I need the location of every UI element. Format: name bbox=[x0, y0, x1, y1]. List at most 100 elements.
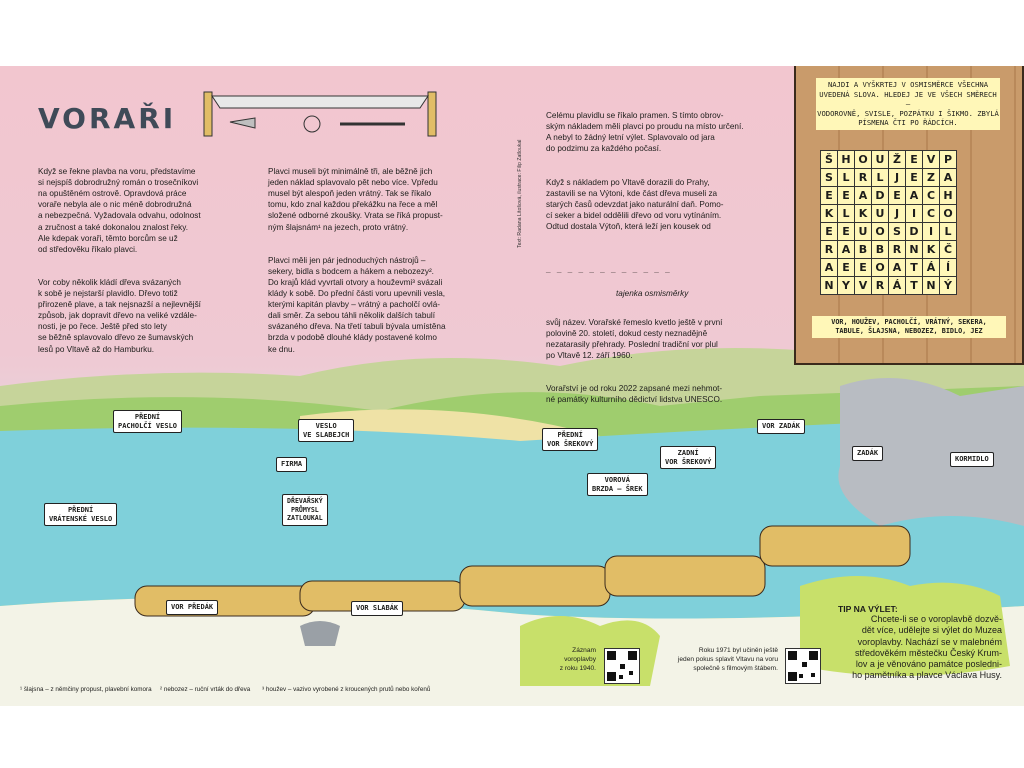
grid-cell[interactable]: E bbox=[837, 258, 855, 277]
grid-cell[interactable]: Á bbox=[922, 258, 940, 277]
label-veslo-ve-slabejch: VESLO VE SLABEJCH bbox=[298, 419, 355, 442]
grid-cell[interactable]: E bbox=[905, 168, 923, 187]
grid-cell[interactable]: U bbox=[871, 204, 889, 223]
grid-cell[interactable]: H bbox=[837, 150, 855, 169]
grid-cell[interactable]: Č bbox=[939, 240, 957, 259]
grid-cell[interactable]: R bbox=[871, 276, 889, 295]
grid-cell[interactable]: A bbox=[905, 186, 923, 205]
saw-handle-right bbox=[427, 91, 437, 137]
grid-cell[interactable]: A bbox=[820, 258, 838, 277]
text-column-1: Když se řekne plavba na voru, představím… bbox=[38, 155, 243, 377]
grid-cell[interactable]: Í bbox=[939, 258, 957, 277]
grid-cell[interactable]: U bbox=[854, 222, 872, 241]
label-predni-vor-srekovy: PŘEDNÍ VOR ŠREKOVÝ bbox=[542, 428, 599, 451]
label-vorova-brzda: VOROVÁ BRZDA – ŠREK bbox=[587, 473, 648, 496]
saw-icon bbox=[211, 95, 429, 109]
rope-coil-icon bbox=[303, 115, 321, 133]
grid-cell[interactable]: L bbox=[871, 168, 889, 187]
qr-code-icon bbox=[607, 651, 637, 681]
grid-cell[interactable]: L bbox=[939, 222, 957, 241]
grid-cell[interactable]: L bbox=[837, 168, 855, 187]
paragraph: Když s nákladem po Vltavě dorazili do Pr… bbox=[546, 177, 724, 231]
grid-cell[interactable]: R bbox=[820, 240, 838, 259]
grid-cell[interactable]: O bbox=[939, 204, 957, 223]
qr-code-1[interactable] bbox=[604, 648, 640, 684]
grid-cell[interactable]: E bbox=[837, 222, 855, 241]
grid-cell[interactable]: E bbox=[820, 222, 838, 241]
grid-cell[interactable]: K bbox=[820, 204, 838, 223]
grid-cell[interactable]: I bbox=[922, 222, 940, 241]
grid-cell[interactable]: Z bbox=[922, 168, 940, 187]
grid-cell[interactable]: E bbox=[888, 186, 906, 205]
grid-cell[interactable]: B bbox=[871, 240, 889, 259]
grid-cell[interactable]: D bbox=[905, 222, 923, 241]
grid-cell[interactable]: J bbox=[888, 204, 906, 223]
grid-cell[interactable]: Š bbox=[820, 150, 838, 169]
river-stone bbox=[300, 621, 340, 646]
label-kormidlo: KORMIDLO bbox=[950, 452, 994, 467]
grid-cell[interactable]: Ž bbox=[888, 150, 906, 169]
paragraph: Plavci měli jen pár jednoduchých nástroj… bbox=[268, 255, 446, 354]
grid-cell[interactable]: T bbox=[905, 258, 923, 277]
paragraph: Celému plavidlu se říkalo pramen. S tímt… bbox=[546, 111, 744, 154]
grid-cell[interactable]: Y bbox=[837, 276, 855, 295]
grid-cell[interactable]: B bbox=[854, 240, 872, 259]
grid-cell[interactable]: R bbox=[888, 240, 906, 259]
label-zadak: ZADÁK bbox=[852, 446, 884, 461]
grid-cell[interactable]: D bbox=[871, 186, 889, 205]
grid-cell[interactable]: A bbox=[854, 186, 872, 205]
book-spread: VORAŘI Když se řekne plavba na voru, pře… bbox=[0, 66, 1024, 706]
grid-cell[interactable]: E bbox=[905, 150, 923, 169]
grid-cell[interactable]: K bbox=[854, 204, 872, 223]
grid-cell[interactable]: H bbox=[939, 186, 957, 205]
axe-icon bbox=[229, 117, 256, 129]
grid-cell[interactable]: A bbox=[837, 240, 855, 259]
grid-cell[interactable]: S bbox=[888, 222, 906, 241]
grid-cell[interactable]: V bbox=[854, 276, 872, 295]
grid-cell[interactable]: J bbox=[888, 168, 906, 187]
grid-cell[interactable]: U bbox=[871, 150, 889, 169]
grid-cell[interactable]: E bbox=[854, 258, 872, 277]
grid-cell[interactable]: T bbox=[905, 276, 923, 295]
qr-code-2[interactable] bbox=[785, 648, 821, 684]
grid-cell[interactable]: I bbox=[905, 204, 923, 223]
grid-cell[interactable]: O bbox=[854, 150, 872, 169]
tip-heading: TIP NA VÝLET: bbox=[838, 604, 898, 614]
grid-cell[interactable]: L bbox=[837, 204, 855, 223]
raft bbox=[134, 525, 911, 617]
tools-illustration bbox=[203, 91, 437, 137]
grid-cell[interactable]: N bbox=[922, 276, 940, 295]
grid-cell[interactable]: A bbox=[888, 258, 906, 277]
grid-cell[interactable]: N bbox=[820, 276, 838, 295]
grid-cell[interactable]: A bbox=[939, 168, 957, 187]
grid-cell[interactable]: K bbox=[922, 240, 940, 259]
label-predni-vratenske-veslo: PŘEDNÍ VRÁTENSKÉ VESLO bbox=[44, 503, 118, 526]
qr-caption-2: Roku 1971 byl učiněn ještě jeden pokus s… bbox=[677, 647, 778, 672]
grid-cell[interactable]: E bbox=[820, 186, 838, 205]
grid-cell[interactable]: V bbox=[922, 150, 940, 169]
grid-cell[interactable]: O bbox=[871, 258, 889, 277]
label-zadni-vor-srekovy: ZADNÍ VOR ŠREKOVÝ bbox=[660, 446, 717, 469]
grid-cell[interactable]: N bbox=[905, 240, 923, 259]
grid-cell[interactable]: C bbox=[922, 186, 940, 205]
word-search-board: NAJDI A VYŠKRTEJ V OSMISMĚRCE VŠECHNA UV… bbox=[794, 66, 1024, 365]
grid-cell[interactable]: R bbox=[854, 168, 872, 187]
grid-cell[interactable]: P bbox=[939, 150, 957, 169]
grid-cell[interactable]: S bbox=[820, 168, 838, 187]
grid-cell[interactable]: Á bbox=[888, 276, 906, 295]
grid-cell[interactable]: O bbox=[871, 222, 889, 241]
grid-cell[interactable]: E bbox=[837, 186, 855, 205]
grid-cell[interactable]: C bbox=[922, 204, 940, 223]
rock-formation bbox=[838, 378, 1024, 526]
puzzle-answer-caption: tajenka osmisměrky bbox=[616, 289, 689, 299]
puzzle-instructions: NAJDI A VYŠKRTEJ V OSMISMĚRCE VŠECHNA UV… bbox=[816, 78, 1000, 130]
grid-cell[interactable]: Ý bbox=[939, 276, 957, 295]
